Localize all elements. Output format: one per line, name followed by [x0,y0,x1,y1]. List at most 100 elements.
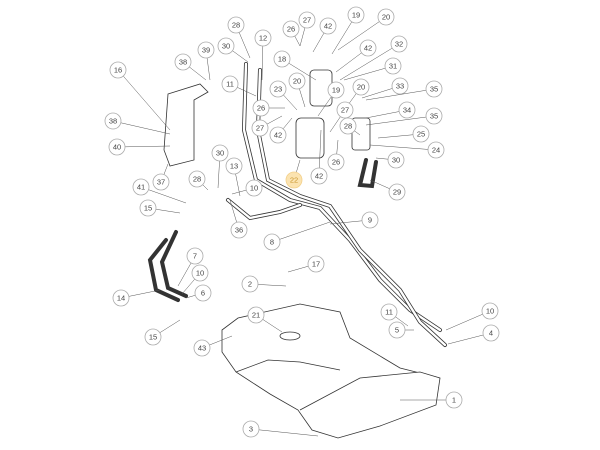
callout-label: 19 [332,86,340,95]
callout-label: 42 [364,44,372,53]
callout-label: 34 [403,106,411,115]
callout-label: 23 [274,85,282,94]
callout-circle [307,255,325,273]
callout-42[interactable]: 42 [310,129,328,185]
callout-15[interactable]: 15 [139,199,181,217]
callout-21[interactable]: 21 [247,306,283,333]
callout-26[interactable]: 26 [327,139,345,171]
callout-label: 30 [216,149,224,158]
leader-line [343,65,394,81]
callout-8[interactable]: 8 [263,221,331,251]
callout-22[interactable]: 22 [285,159,303,189]
callout-28[interactable]: 28 [339,117,361,136]
callout-circle [361,211,379,229]
callout-11[interactable]: 11 [221,75,257,97]
leader-line [117,69,171,131]
callout-circle [482,324,500,342]
callout-label: 14 [117,294,125,303]
callout-5[interactable]: 5 [388,321,414,339]
callout-circle [425,80,443,98]
callout-35[interactable]: 35 [365,107,443,126]
callout-38[interactable]: 38 [104,112,171,135]
callout-9[interactable]: 9 [329,211,379,229]
callout-29[interactable]: 29 [369,179,406,201]
callout-27[interactable]: 27 [251,115,283,137]
callout-23[interactable]: 23 [269,80,298,111]
callout-42[interactable]: 42 [312,17,337,53]
callout-20[interactable]: 20 [337,8,395,51]
leader-line [250,428,319,437]
callout-circle [108,138,126,156]
callout-34[interactable]: 34 [365,101,416,119]
callout-circle [273,50,291,68]
callout-19[interactable]: 19 [331,6,365,55]
callout-6[interactable]: 6 [185,284,212,302]
leader-line [112,120,171,135]
callout-17[interactable]: 17 [287,255,325,273]
callout-label: 40 [113,143,121,152]
callout-18[interactable]: 18 [273,50,317,81]
callout-36[interactable]: 36 [229,199,248,239]
callout-32[interactable]: 32 [339,35,408,81]
callout-circle [388,183,406,201]
callout-13[interactable]: 13 [225,157,243,197]
callout-15[interactable]: 15 [144,319,181,346]
callout-35[interactable]: 35 [365,80,443,101]
callout-26[interactable]: 26 [252,99,285,117]
callout-circle [327,81,345,99]
callout-1[interactable]: 1 [400,391,463,409]
callout-41[interactable]: 41 [132,178,187,204]
callout-39[interactable]: 39 [197,41,215,81]
callout-40[interactable]: 40 [108,138,171,156]
callout-42[interactable]: 42 [335,39,377,73]
callout-37[interactable]: 37 [152,163,170,191]
callout-circle [227,16,245,34]
callout-circle [269,80,287,98]
callout-42[interactable]: 42 [269,117,293,144]
callout-3[interactable]: 3 [242,420,319,438]
callout-30[interactable]: 30 [217,37,249,63]
callout-circle [445,391,463,409]
callout-14[interactable]: 14 [112,289,161,307]
callout-27[interactable]: 27 [329,101,354,133]
leader-line [369,144,437,151]
callout-12[interactable]: 12 [254,29,272,81]
callout-43[interactable]: 43 [193,335,233,357]
callout-19[interactable]: 19 [317,81,345,117]
callout-38[interactable]: 38 [174,53,207,81]
callout-circle [387,151,405,169]
callout-label: 42 [315,172,323,181]
callout-11[interactable]: 11 [380,303,409,327]
callout-20[interactable]: 20 [288,72,306,108]
callout-circle [139,199,157,217]
callout-circle [263,233,281,251]
leader-line [339,43,400,81]
callout-label: 26 [257,104,265,113]
callout-circle [251,119,269,137]
callout-circle [252,99,270,117]
callout-33[interactable]: 33 [361,77,409,99]
callout-circle [391,77,409,95]
callout-26[interactable]: 26 [282,20,301,47]
callout-31[interactable]: 31 [343,57,402,81]
callout-10[interactable]: 10 [445,302,499,331]
callout-label: 1 [452,396,456,405]
callout-16[interactable]: 16 [109,61,171,131]
callout-circle [112,289,130,307]
callout-27[interactable]: 27 [298,11,316,47]
callout-28[interactable]: 28 [188,170,209,191]
callout-10[interactable]: 10 [231,179,263,197]
callout-circle [186,247,204,265]
callout-28[interactable]: 28 [227,16,251,59]
callout-circle [285,171,303,189]
callout-30[interactable]: 30 [211,144,229,189]
callout-7[interactable]: 7 [177,247,204,287]
callout-4[interactable]: 4 [447,324,500,345]
callout-circle [380,303,398,321]
callout-30[interactable]: 30 [375,151,405,169]
callout-2[interactable]: 2 [241,275,287,293]
callout-10[interactable]: 10 [181,264,209,295]
callout-25[interactable]: 25 [377,125,430,143]
callout-label: 4 [489,329,493,338]
callout-24[interactable]: 24 [369,141,445,159]
